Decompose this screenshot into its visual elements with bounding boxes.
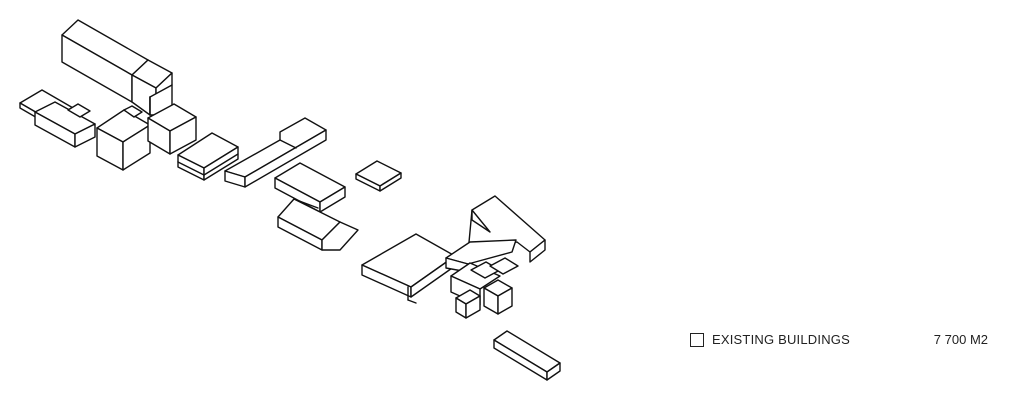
building-block xyxy=(19,89,96,148)
legend-label: EXISTING BUILDINGS xyxy=(712,332,850,347)
building-block xyxy=(445,195,546,319)
building-block xyxy=(355,160,402,192)
building-block xyxy=(147,103,197,155)
building-block xyxy=(361,233,456,304)
legend-area-value: 7 700 M2 xyxy=(933,332,988,347)
building-block xyxy=(493,330,561,381)
building-block xyxy=(177,132,239,181)
legend-swatch xyxy=(690,333,704,347)
building-block xyxy=(277,198,359,251)
building-block xyxy=(61,19,173,116)
legend: EXISTING BUILDINGS 7 700 M2 xyxy=(690,332,990,350)
building-block xyxy=(224,117,327,188)
building-block xyxy=(96,105,151,171)
building-block xyxy=(274,162,346,213)
